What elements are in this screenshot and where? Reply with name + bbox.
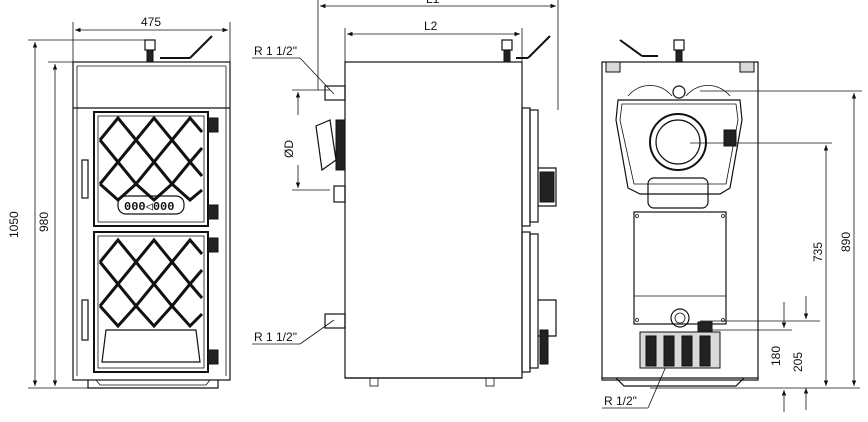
length-total-label: L1 bbox=[426, 0, 440, 6]
flue-outlet bbox=[315, 119, 346, 203]
rear-bottom-connections bbox=[615, 308, 745, 387]
front-top-fittings bbox=[144, 35, 213, 63]
pipe-bottom-label: R 1 1/2" bbox=[254, 330, 297, 344]
height-205-label: 205 bbox=[791, 352, 805, 372]
height-inner-label: 980 bbox=[37, 212, 51, 232]
drain-label: R 1/2" bbox=[604, 394, 637, 408]
length-body-label: L2 bbox=[424, 19, 438, 33]
width-dimension: 475 bbox=[72, 15, 231, 64]
height-735-label: 735 bbox=[811, 242, 825, 262]
rear-top-fittings bbox=[619, 39, 686, 99]
flue-collar bbox=[615, 85, 743, 209]
side-view: L1 L2 R 1 1/2" R 1 1/2" ØD bbox=[252, 0, 559, 387]
height-890-dimension: 890 bbox=[700, 90, 862, 386]
rear-view: 890 735 205 180 R 1/2" bbox=[601, 39, 862, 412]
height-180-dimension: 180 bbox=[650, 302, 860, 412]
rear-panel bbox=[633, 211, 727, 325]
height-dimension-inner: 980 bbox=[37, 61, 73, 386]
flue-diameter-label: ØD bbox=[282, 140, 296, 158]
front-view: 475 1050 980 bbox=[7, 15, 231, 389]
pipe-top-label: R 1 1/2" bbox=[254, 44, 297, 58]
pipe-bottom-callout: R 1 1/2" bbox=[252, 319, 335, 345]
height-735-dimension: 735 bbox=[690, 142, 832, 386]
height-205-dimension: 205 bbox=[700, 296, 820, 410]
width-label: 475 bbox=[141, 15, 161, 29]
height-outer-label: 1050 bbox=[7, 211, 21, 238]
front-body bbox=[72, 61, 231, 381]
upper-door-grille bbox=[98, 115, 204, 203]
side-top-fittings bbox=[501, 35, 551, 63]
lower-door-grille bbox=[98, 237, 204, 329]
height-180-label: 180 bbox=[769, 346, 783, 366]
side-door-edges bbox=[521, 107, 557, 373]
svg-text:000◁000: 000◁000 bbox=[124, 200, 174, 214]
lower-door bbox=[81, 231, 219, 373]
height-890-label: 890 bbox=[839, 232, 853, 252]
upper-door: 000◁000 bbox=[81, 111, 219, 227]
length-total-dimension: L1 bbox=[317, 0, 559, 110]
pipe-top-callout: R 1 1/2" bbox=[252, 44, 335, 95]
flue-diameter-dimension: ØD bbox=[282, 89, 330, 191]
length-body-dimension: L2 bbox=[344, 19, 523, 62]
side-body bbox=[344, 61, 523, 379]
height-dimension-outer: 1050 bbox=[7, 39, 150, 389]
